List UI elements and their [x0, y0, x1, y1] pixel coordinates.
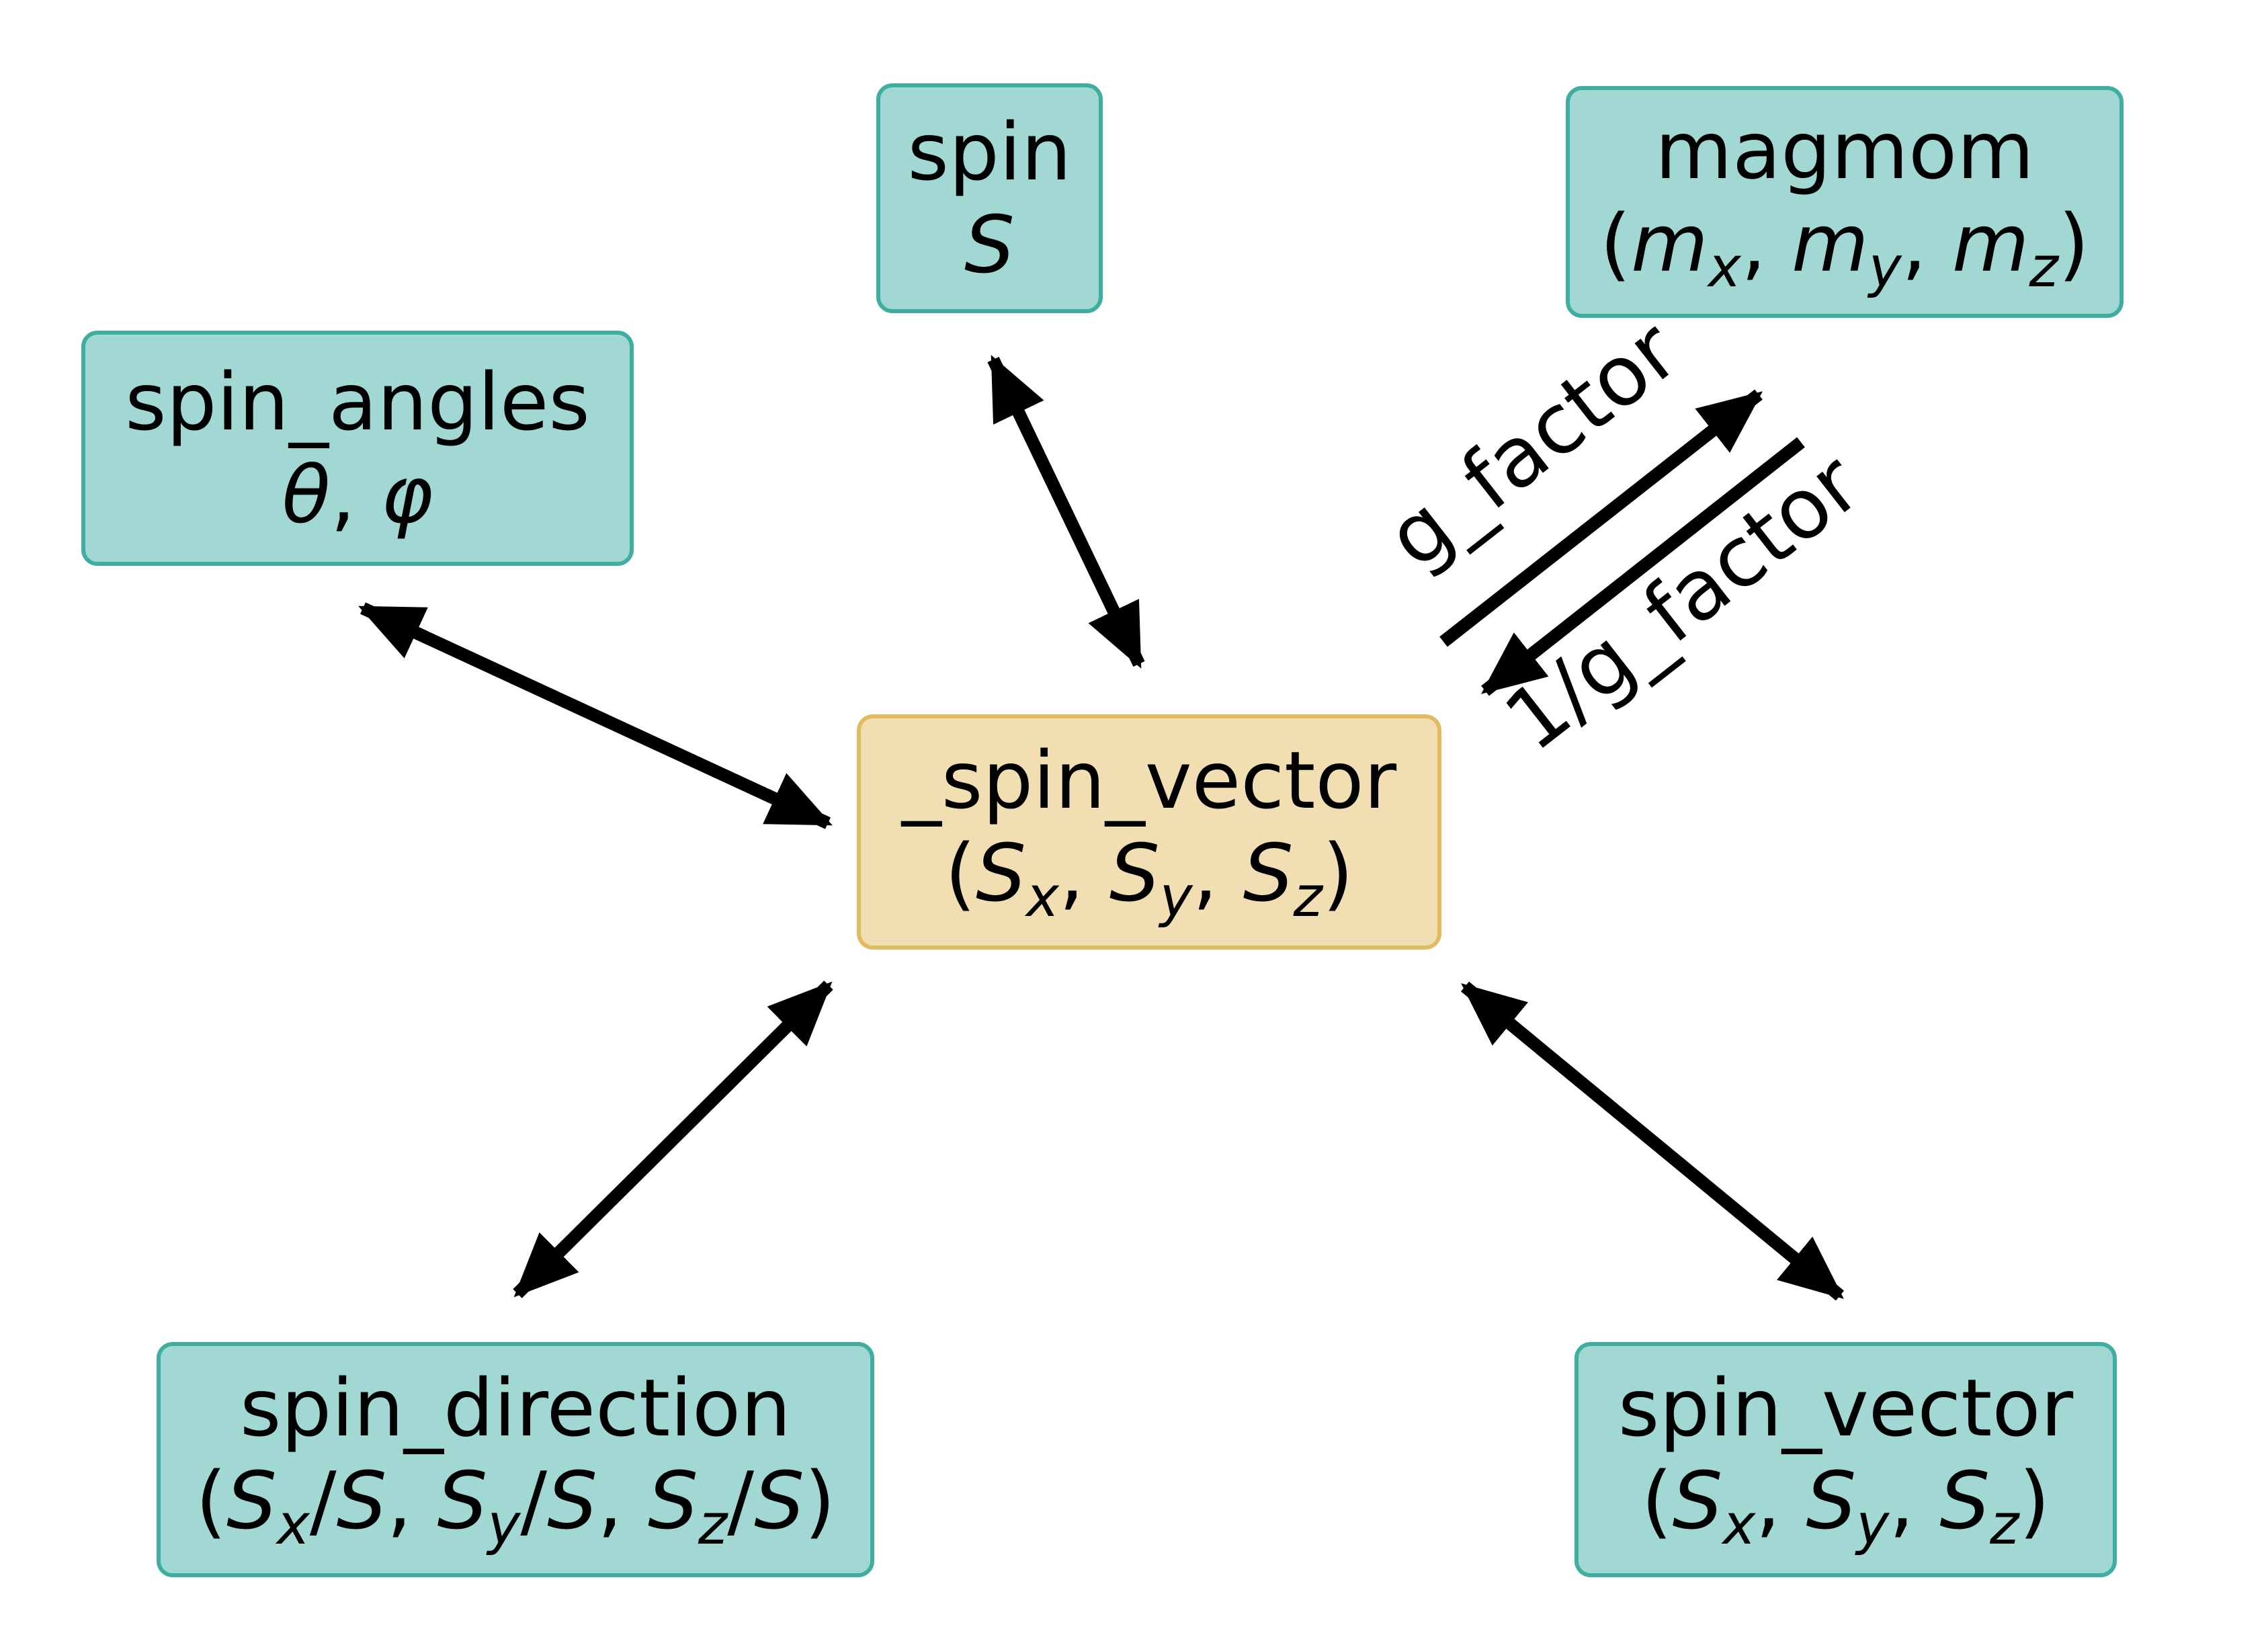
node-magmom-title: magmom [1654, 103, 2035, 197]
node-spin-vector: spin_vector (Sx, Sy, Sz) [1574, 1342, 2117, 1577]
arrow-from-magmom [1481, 437, 1805, 696]
arrow-center-spin [987, 355, 1145, 669]
g-factor-label: g_factor [1370, 302, 1696, 587]
node-spin-vector-formula: (Sx, Sy, Sz) [1641, 1454, 2050, 1558]
node-internal-spin-vector-title: _spin_vector [901, 734, 1397, 827]
arrow-center-spin-vector [1460, 981, 1845, 1301]
node-spin: spin S [876, 83, 1103, 313]
node-spin-angles-title: spin_angles [125, 355, 590, 448]
node-magmom-formula: (mx, my, mz) [1599, 196, 2090, 300]
arrow-to-magmom [1439, 389, 1763, 647]
node-magmom: magmom (mx, my, mz) [1566, 86, 2124, 318]
arrow-center-spin-direction [513, 980, 833, 1298]
node-spin-direction-formula: (Sx/S, Sy/S, Sz/S) [195, 1454, 836, 1558]
node-spin-vector-title: spin_vector [1618, 1362, 2074, 1455]
node-spin-direction: spin_direction (Sx/S, Sy/S, Sz/S) [157, 1342, 874, 1577]
node-spin-angles: spin_angles θ, φ [81, 331, 634, 566]
node-spin-direction-title: spin_direction [239, 1362, 792, 1455]
node-spin-title: spin [907, 105, 1072, 198]
node-spin-angles-formula: θ, φ [282, 448, 433, 541]
node-internal-spin-vector: _spin_vector (Sx, Sy, Sz) [857, 714, 1441, 950]
node-internal-spin-vector-formula: (Sx, Sy, Sz) [944, 827, 1353, 930]
node-spin-formula: S [964, 198, 1015, 291]
arrow-center-spin-angles [358, 602, 833, 829]
